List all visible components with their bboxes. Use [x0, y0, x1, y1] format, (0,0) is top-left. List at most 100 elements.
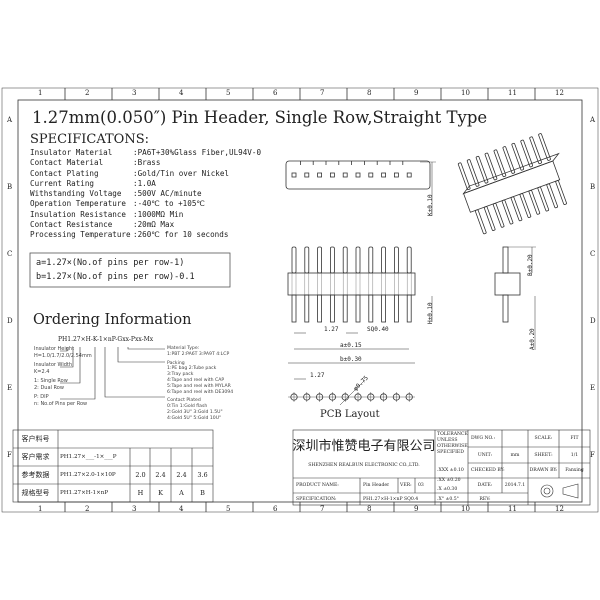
- frame-column-label: 10: [461, 89, 470, 97]
- spec-value: :260℃ for 10 seconds: [133, 230, 229, 240]
- frame-column-label: 8: [367, 505, 372, 513]
- pin-tail: [304, 294, 310, 323]
- top-view: [285, 160, 431, 190]
- spec-label: Withstanding Voltage: [30, 189, 122, 199]
- spec-value: :1.0A: [133, 178, 156, 188]
- ordering-note: H=1.0/1.7/2.0/2.54mm: [34, 352, 92, 359]
- dim-pitch: 1.27: [324, 326, 339, 333]
- frame-column-label: 2: [85, 505, 90, 513]
- spec-value: :20mΩ Max: [133, 220, 175, 230]
- scale-label: SCALE:: [534, 436, 553, 441]
- ordering-heading: Ordering Information: [33, 312, 192, 328]
- ordering-note: 4:Gold 5U" 5:Gold 10U": [167, 415, 222, 421]
- frame-column-label: 9: [414, 505, 419, 513]
- customer-table-grid: [12, 429, 214, 503]
- frame-row-label: B: [590, 183, 596, 191]
- ordering-note: 6:Tape and reel with DE3094: [167, 389, 234, 395]
- frame-column-label: 1: [38, 505, 43, 513]
- frame-row-label: D: [590, 317, 596, 325]
- pin: [355, 246, 361, 274]
- pcb-layout-label: PCB Layout: [320, 409, 380, 420]
- dim-a-side: A±0.20: [529, 328, 536, 350]
- table-row-code: PH1.27×___-1×___P: [60, 454, 117, 460]
- table-cell: [150, 448, 171, 466]
- spec-label: Contact Plating: [30, 168, 99, 178]
- pin: [317, 246, 323, 274]
- spec-value: :Gold/Tin over Nickel: [133, 168, 230, 178]
- frame-row-label: B: [7, 183, 13, 191]
- dim-b: b±0.30: [340, 356, 362, 363]
- pin: [493, 149, 507, 178]
- frame-column-label: 7: [320, 89, 325, 97]
- dim-a: a±0.15: [340, 342, 362, 349]
- sheet-label: SHEET:: [534, 452, 553, 458]
- unit-label: UNIT:: [477, 452, 493, 458]
- frame-row-label: A: [590, 116, 596, 124]
- dwg-no-label: DWG NO.:: [471, 436, 496, 441]
- drawn-by-label: DRAWN BY:: [529, 468, 558, 473]
- frame-row-label: C: [7, 250, 13, 258]
- projection-symbol-circle: [540, 484, 554, 498]
- dim-sq: SQ0.40: [367, 326, 389, 333]
- ordering-note: 3:Tray pack: [167, 372, 194, 378]
- frame-row-label: C: [590, 250, 596, 258]
- table-row-code: PH1.27×2.0-1×10P: [60, 472, 116, 478]
- ordering-note: 2: Dual Row: [34, 384, 64, 391]
- pin-tail: [474, 209, 487, 235]
- product-name-label: PRODUCT NAME:: [296, 483, 339, 488]
- ordering-note: Material Type:: [167, 346, 200, 351]
- scale-value: FIT: [570, 436, 579, 441]
- frame-column-label: 3: [132, 505, 137, 513]
- pin-square: [329, 172, 335, 178]
- pin-tail: [555, 180, 567, 205]
- pin-square: [304, 172, 310, 178]
- table-cell: 2.4: [155, 471, 166, 479]
- table-row-label: 客户需求: [21, 453, 50, 461]
- frame-column-label: 12: [555, 505, 564, 513]
- ordering-code: PH1.27×H-K-1×nP-Gxx-Pxx-Mx: [58, 336, 154, 343]
- ordering-note: K=2.4: [34, 368, 50, 375]
- pin: [475, 155, 489, 184]
- frame-column-label: 5: [226, 505, 231, 513]
- pin-tail: [381, 294, 387, 323]
- pin: [381, 246, 387, 274]
- pin: [342, 246, 348, 274]
- tolerance-value: .X° ±0.5°: [437, 496, 459, 502]
- pin-tail: [406, 294, 412, 323]
- pin-tail: [393, 294, 399, 323]
- table-row-label: 参考数据: [21, 471, 50, 479]
- ordering-note: Insulator Width: [34, 362, 73, 368]
- specification-label: SPECIFICATION:: [296, 496, 337, 502]
- ordering-note: 1:PE bag 2:Tube pack: [167, 366, 217, 372]
- table-cell: [192, 448, 213, 466]
- specification-value: PH1.27×H-1×nP SQ0.4: [363, 496, 419, 502]
- frame-column-label: 4: [179, 89, 184, 97]
- ordering-note: 2:Gold 3U" 3:Gold 1.5U": [167, 409, 223, 415]
- table-row-label: 客户料号: [21, 435, 50, 443]
- spec-value: :1000MΩ Min: [133, 209, 184, 219]
- pcb-layout: [288, 392, 415, 402]
- table-cell: K: [158, 489, 163, 497]
- frame-column-label: 7: [320, 505, 325, 513]
- pin-tail: [368, 294, 374, 323]
- pin-square: [393, 172, 399, 178]
- table-cell: 3.6: [197, 471, 208, 479]
- spec-label: Contact Resistance: [30, 220, 113, 230]
- frame-column-label: 2: [85, 89, 90, 97]
- pin-tail: [291, 294, 297, 323]
- frame-column-label: 3: [132, 89, 137, 97]
- spec-value: :500V AC/minute: [133, 189, 202, 199]
- table-row-label: 规格型号: [21, 489, 50, 497]
- specs-heading: SPECIFICATONS:: [30, 132, 149, 147]
- ordering-note: n: No.of Pins per Row: [34, 400, 88, 407]
- title-block-grid: [292, 429, 591, 506]
- pin-tail: [317, 294, 323, 323]
- tolerance-label: TOLERANCE UNLESS OTHERWISE SPECIFIED: [437, 432, 468, 455]
- pin-tail: [329, 294, 335, 323]
- pin-tail: [355, 294, 361, 323]
- tolerance-value: .XXX ±0.10: [437, 468, 464, 473]
- spec-value: :-40℃ to +105℃: [133, 199, 205, 209]
